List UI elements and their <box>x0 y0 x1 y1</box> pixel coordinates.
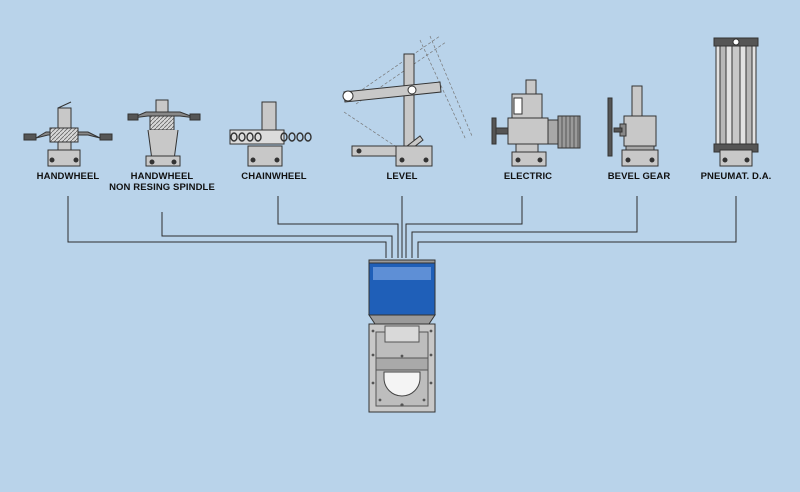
connector-electric <box>405 196 523 258</box>
handwheel-actuator <box>23 101 113 167</box>
valve-blue-highlight <box>373 267 431 280</box>
valve-bolts <box>371 329 433 407</box>
valve-slot <box>384 325 420 343</box>
label-bevel-gear-line1: BEVEL GEAR <box>607 171 671 182</box>
connector-bevel-gear <box>411 196 638 258</box>
label-handwheel-nrs-line2: NON RESING SPINDLE <box>109 182 215 193</box>
label-handwheel-line1: HANDWHEEL <box>36 171 100 182</box>
connector-pneumatic <box>417 196 737 258</box>
label-pneumatic: PNEUMAT. D.A. <box>701 171 772 182</box>
connector-lines <box>67 196 737 258</box>
label-chainwheel-line1: CHAINWHEEL <box>241 171 307 182</box>
valve-gate-band <box>375 357 429 371</box>
lever-actuator <box>342 35 473 167</box>
electric-actuator <box>491 79 581 167</box>
label-bevel-gear: BEVEL GEAR <box>608 171 671 182</box>
label-handwheel-nrs: HANDWHEEL NON RESING SPINDLE <box>109 171 215 193</box>
label-pneumatic-line1: PNEUMAT. D.A. <box>700 171 772 182</box>
label-handwheel: HANDWHEEL <box>37 171 100 182</box>
label-handwheel-nrs-line1: HANDWHEEL <box>130 171 194 182</box>
label-chainwheel: CHAINWHEEL <box>241 171 306 182</box>
handwheel-nrs-actuator <box>127 99 201 167</box>
gate-valve <box>368 259 436 413</box>
chainwheel-actuator <box>229 101 312 167</box>
valve-gate-top <box>368 314 436 325</box>
bevel-gear-actuator <box>607 85 659 167</box>
label-level-line1: LEVEL <box>386 171 418 182</box>
connector-handwheel-nrs <box>161 212 393 258</box>
label-electric: ELECTRIC <box>504 171 552 182</box>
label-electric-line1: ELECTRIC <box>503 171 553 182</box>
valve-bore <box>383 371 421 397</box>
connector-chainwheel <box>277 196 399 258</box>
connector-handwheel <box>67 196 387 258</box>
label-level: LEVEL <box>386 171 417 182</box>
pneumatic-actuator <box>713 37 759 167</box>
